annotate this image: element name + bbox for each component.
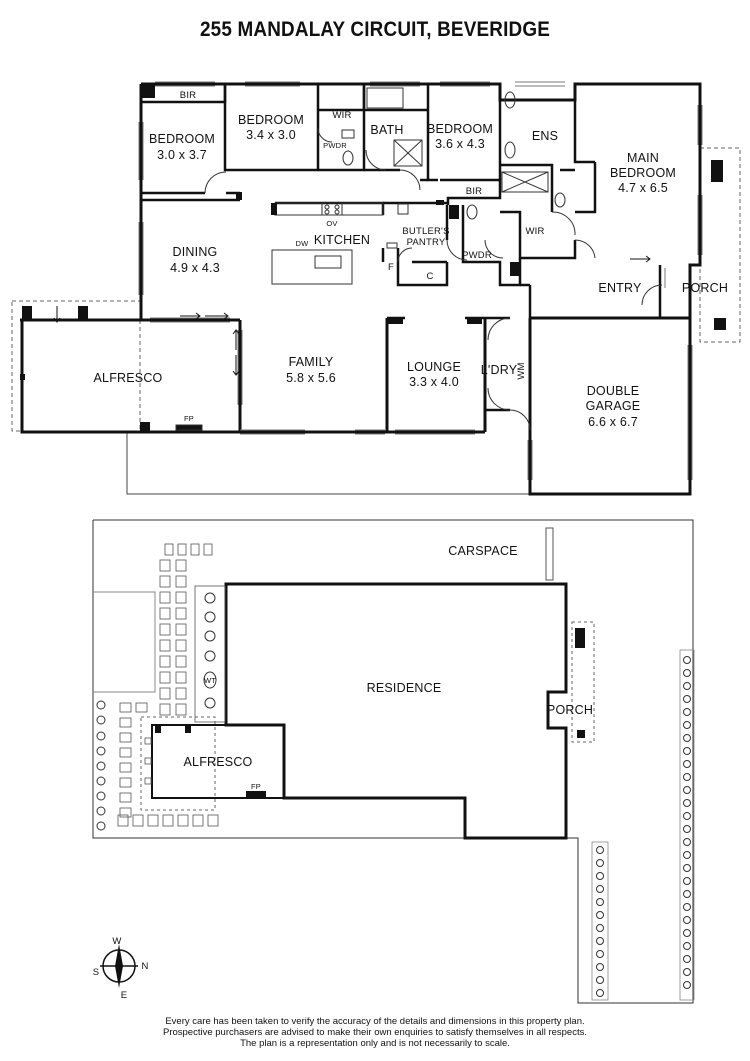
room-kitchen-name: KITCHEN [314, 233, 370, 247]
page-title: 255 MANDALAY CIRCUIT, BEVERIDGE [199, 18, 551, 41]
residence-outline [224, 582, 568, 840]
site-column-2 [185, 725, 191, 733]
compass-w: W [112, 936, 121, 947]
cupboard-label: C [426, 271, 433, 282]
door-swings [204, 127, 663, 431]
room-family-name: FAMILY [289, 355, 334, 369]
windows [138, 81, 703, 480]
room-main-bedroom-dims: 4.7 x 6.5 [618, 181, 668, 195]
site-plan: CARSPACE RESIDENCE PORCH ALFRESCO FP WT [92, 519, 695, 1004]
room-main-bedroom-name-2: BEDROOM [610, 166, 676, 180]
compass-e: E [121, 990, 128, 1001]
site-fp-mark [246, 791, 266, 797]
room-double-garage-name-1: DOUBLE [587, 384, 640, 398]
room-lounge-name: LOUNGE [407, 360, 461, 374]
columns [20, 84, 726, 432]
site-porch-label: PORCH [547, 703, 593, 717]
oven-label: OV [326, 219, 337, 228]
site-porch-roof [571, 621, 595, 743]
bir-label-1: BIR [180, 90, 196, 101]
pavers [117, 543, 226, 827]
compass: W N S E [93, 936, 149, 1001]
room-bedroom-3-name: BEDROOM [427, 122, 493, 136]
room-double-garage-dims: 6.6 x 6.7 [588, 415, 638, 429]
disclaimer: Every care has been taken to verify the … [0, 1016, 750, 1049]
room-dining-name: DINING [173, 245, 218, 259]
room-family-dims: 5.8 x 5.6 [286, 371, 336, 385]
room-bedroom-2-dims: 3.4 x 3.0 [246, 128, 296, 142]
garden-plants [96, 592, 695, 1001]
room-lounge-dims: 3.3 x 4.0 [409, 375, 459, 389]
room-laundry-name: L'DRY [481, 363, 518, 377]
arrows [53, 255, 651, 376]
room-ens-name: ENS [532, 129, 558, 143]
site-porch-column-2 [577, 730, 585, 738]
fridge-label: F [388, 262, 394, 273]
room-main-bedroom-name-1: MAIN [627, 151, 659, 165]
carspace-gate [545, 527, 554, 581]
site-column-1 [155, 725, 161, 733]
disclaimer-line-2: Prospective purchasers are advised to ma… [162, 1027, 587, 1038]
disclaimer-line-1: Every care has been taken to verify the … [165, 1016, 585, 1027]
site-wt-label: WT [204, 676, 216, 685]
paving-outline [126, 432, 530, 495]
site-carspace-label: CARSPACE [448, 544, 517, 558]
fixtures [175, 87, 566, 431]
site-alfresco-label: ALFRESCO [184, 755, 253, 769]
dishwasher-label: DW [296, 239, 310, 248]
wir-label-2: WIR [525, 226, 544, 237]
landscape-edge [93, 591, 156, 693]
bir-label-2: BIR [466, 186, 482, 197]
room-bedroom-1-dims: 3.0 x 3.7 [157, 148, 207, 162]
compass-s: S [93, 967, 100, 978]
room-butlers-pantry-name-1: BUTLER'S [402, 226, 449, 237]
floor-plan: BEDROOM 3.0 x 3.7 BEDROOM 3.4 x 3.0 BATH… [11, 81, 741, 496]
washing-machine-label: WM [516, 362, 527, 379]
room-alfresco-name: ALFRESCO [94, 371, 163, 385]
wir-label-1: WIR [332, 110, 351, 121]
room-butlers-pantry-name-2: PANTRY [407, 237, 446, 248]
room-bedroom-1-name: BEDROOM [149, 132, 215, 146]
room-dining-dims: 4.9 x 4.3 [170, 261, 220, 275]
room-entry-name: ENTRY [598, 281, 642, 295]
room-porch-name: PORCH [682, 281, 728, 295]
site-porch-column-1 [575, 628, 585, 648]
compass-n: N [141, 961, 148, 972]
disclaimer-line-3: The plan is a representation only and is… [240, 1038, 510, 1049]
site-alfresco-roof [140, 716, 216, 811]
pwdr-label-2: PWDR [462, 250, 492, 261]
site-boundary [92, 519, 694, 1004]
room-bedroom-3-dims: 3.6 x 4.3 [435, 137, 485, 151]
pwdr-label-1: PWDR [323, 141, 347, 150]
site-alfresco-outline [151, 724, 285, 799]
room-bath-name: BATH [370, 123, 403, 137]
site-residence-label: RESIDENCE [367, 681, 442, 695]
site-fp-label: FP [251, 782, 261, 791]
room-bedroom-2-name: BEDROOM [238, 113, 304, 127]
fireplace-label: FP [184, 414, 194, 423]
room-double-garage-name-2: GARAGE [586, 399, 641, 413]
